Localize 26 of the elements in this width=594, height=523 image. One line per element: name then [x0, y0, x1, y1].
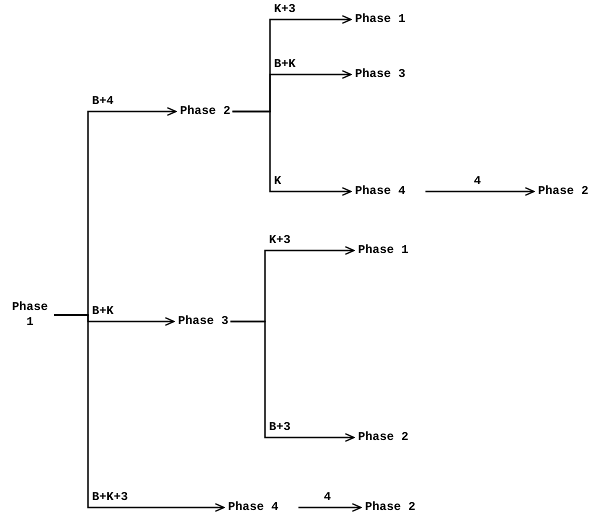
phase-label: Phase 3	[178, 314, 228, 329]
arrow	[54, 314, 225, 512]
phase-label: Phase 3	[355, 67, 406, 82]
edge-label: K	[274, 174, 282, 186]
arrow	[298, 502, 362, 512]
phase-label: Phase 2	[358, 430, 408, 445]
edge-label: B+K	[92, 304, 114, 316]
phase-label: Phase 4	[228, 500, 278, 515]
edge-label: B+K	[274, 58, 296, 70]
arrow	[230, 320, 355, 442]
edge-label: 4	[474, 174, 481, 186]
phase-label: Phase 2	[180, 104, 230, 119]
arrow	[425, 186, 535, 196]
phase-label: Phase 4	[355, 184, 406, 199]
phase-label: Phase 2	[365, 500, 416, 515]
edge-label: B+3	[269, 420, 291, 432]
phase-label: Phase 1	[358, 243, 408, 258]
arrow	[232, 110, 352, 196]
edge-label: 4	[324, 490, 331, 502]
edge-label: K+3	[269, 234, 291, 246]
phase-label: Phase 1	[8, 300, 52, 330]
phase-label: Phase 2	[538, 184, 588, 199]
edge-label: B+4	[92, 94, 114, 106]
edge-label: B+K+3	[92, 490, 128, 502]
edge-label: K+3	[274, 2, 296, 14]
phase-label: Phase 1	[355, 12, 406, 27]
